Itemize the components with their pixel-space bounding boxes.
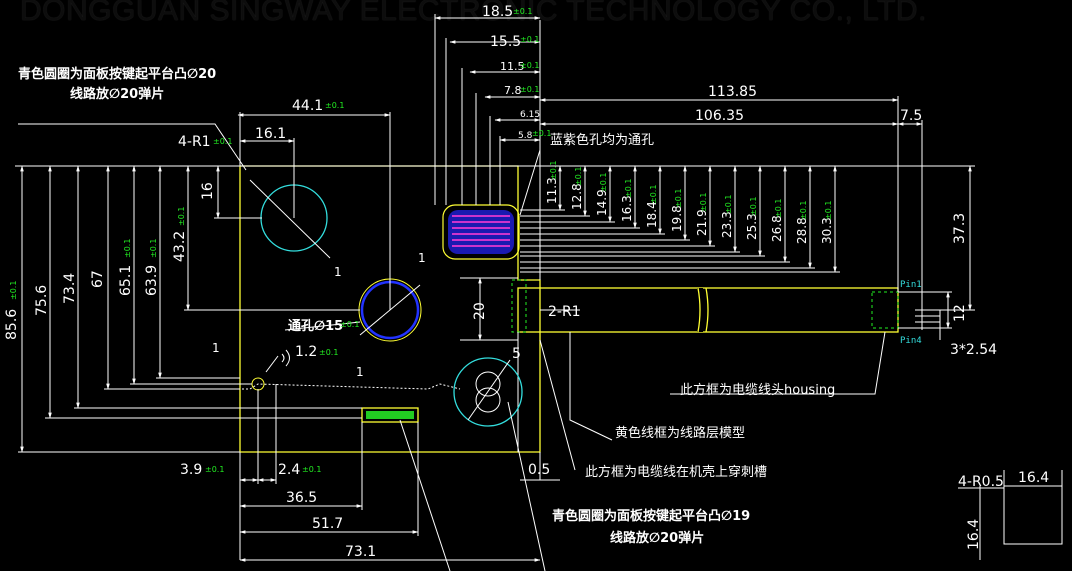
dim-1-a: 1 (334, 265, 342, 279)
note-cyan-circle-20-l2: 线路放∅20弹片 (70, 86, 164, 102)
dim-5: 5 (512, 346, 521, 362)
tol-43-2: ±0.1 (177, 207, 186, 226)
dim-16-4-b: 16.4 (966, 519, 982, 550)
dim-113-85: 113.85 (708, 84, 757, 100)
dim-3x2-54: 3*2.54 (950, 342, 997, 358)
tol-18-4: ±0.1 (649, 185, 658, 204)
dim-1-b: 1 (418, 251, 426, 265)
dim-2-4: 2.4 (278, 462, 300, 478)
tol-65-1: ±0.1 (123, 239, 132, 258)
dim-16: 16 (200, 182, 216, 200)
dim-63-9: 63.9 (144, 265, 160, 296)
dim-16-4-a: 16.4 (1018, 470, 1049, 486)
tol-through-hole: ±0.1 (340, 320, 359, 329)
tol-1-2: ±0.1 (319, 348, 338, 357)
dim-51-7: 51.7 (312, 516, 343, 532)
tol-19-8: ±0.1 (674, 189, 683, 208)
dim-11-5: 11.5 (500, 60, 525, 73)
tol-63-9: ±0.1 (149, 239, 158, 258)
dim-20: 20 (472, 302, 488, 320)
dim-37-3: 37.3 (952, 213, 968, 244)
tol-30-3: ±0.1 (824, 201, 833, 220)
dim-25-3: 25.3 (745, 213, 759, 240)
note-blue-purple-holes: 蓝紫色孔均为通孔 (550, 132, 654, 148)
dim-106-35: 106.35 (695, 108, 744, 124)
tol-15-5: ±0.1 (520, 35, 539, 44)
tol-11-3: ±0.1 (549, 161, 558, 180)
tol-2-4: ±0.1 (302, 465, 321, 474)
note-cyan-circle-19-l1: 青色圆圈为面板按键起平台凸∅19 (552, 508, 750, 524)
dim-5-8: 5.8 (518, 131, 533, 141)
dim-18-4: 18.4 (645, 201, 659, 228)
dim-15-5: 15.5 (490, 34, 521, 50)
antenna-icon (265, 349, 290, 373)
dim-1-d: 1 (356, 365, 364, 379)
dim-73-1: 73.1 (345, 544, 376, 560)
dim-43-2: 43.2 (172, 231, 188, 262)
housing-dashed (511, 279, 899, 333)
dim-4-r0-5: 4-R0.5 (958, 474, 1004, 490)
tol-12-8: ±0.1 (574, 167, 583, 186)
dim-7-8: 7.8 (504, 84, 522, 97)
dim-12-8: 12.8 (570, 183, 584, 210)
note-slot-box: 此方框为电缆线在机壳上穿刺槽 (585, 464, 767, 480)
dim-75-6: 75.6 (34, 285, 50, 316)
pin4-label: Pin4 (900, 336, 922, 346)
cyan-button-circle-19 (453, 357, 523, 427)
tol-23-3: ±0.1 (724, 195, 733, 214)
tol-18-5: ±0.1 (513, 7, 532, 16)
tol-44-1: ±0.1 (325, 101, 344, 110)
note-cyan-circle-20-l1: 青色圆圈为面板按键起平台凸∅20 (18, 66, 216, 82)
dim-65-1: 65.1 (118, 265, 134, 296)
dim-14-9: 14.9 (595, 189, 609, 216)
note-cyan-circle-19-l2: 线路放∅20弹片 (610, 530, 704, 546)
tol-7-8: ±0.1 (520, 85, 539, 94)
tol-5-8: ±0.1 (532, 129, 551, 138)
dim-30-3: 30.3 (820, 217, 834, 244)
dim-16-3: 16.3 (620, 195, 634, 222)
dim-11-3: 11.3 (545, 177, 559, 204)
dim-2-r1: 2-R1 (548, 304, 581, 320)
dim-21-9: 21.9 (695, 209, 709, 236)
blue-slot-pattern (442, 204, 520, 260)
tol-26-8: ±0.1 (774, 199, 783, 218)
dim-12: 12 (952, 304, 968, 322)
dim-85-6: 85.6 (4, 309, 20, 340)
dim-1-2: 1.2 (295, 344, 317, 360)
note-housing-box: 此方框为电缆线头housing (680, 382, 835, 398)
tol-85-6: ±0.1 (9, 281, 18, 300)
dim-18-5: 18.5 (482, 4, 513, 20)
note-through-hole: 通孔∅15 (288, 318, 343, 334)
note-yellow-frame: 黄色线框为线路层模型 (615, 425, 745, 441)
dim-1-c: 1 (212, 341, 220, 355)
tol-16-3: ±0.1 (624, 179, 633, 198)
tol-21-9: ±0.1 (699, 193, 708, 212)
dim-3-9: 3.9 (180, 462, 202, 478)
dim-36-5: 36.5 (286, 490, 317, 506)
tol-11-5: ±0.1 (520, 61, 539, 70)
dim-26-8: 26.8 (770, 215, 784, 242)
tol-4-r1: ±0.1 (213, 137, 232, 146)
tol-3-9: ±0.1 (205, 465, 224, 474)
dim-28-8: 28.8 (795, 217, 809, 244)
tol-25-3: ±0.1 (749, 197, 758, 216)
cable-slot-rect (361, 407, 419, 423)
tol-14-9: ±0.1 (599, 173, 608, 192)
tol-28-8: ±0.1 (799, 201, 808, 220)
dim-6-15: 6.15 (520, 110, 540, 120)
detail-square (1003, 485, 1063, 545)
dim-7-5: 7.5 (900, 108, 922, 124)
dim-73-4: 73.4 (62, 273, 78, 304)
pin1-label: Pin1 (900, 280, 922, 290)
dim-44-1: 44.1 (292, 98, 323, 114)
dim-0-5: 0.5 (528, 462, 550, 478)
dim-67: 67 (90, 270, 106, 288)
dim-16-1: 16.1 (255, 126, 286, 142)
dim-19-8: 19.8 (670, 205, 684, 232)
dim-4-r1: 4-R1 (178, 134, 211, 150)
company-banner: DONGGUAN SINGWAY ELECTRONIC TECHNOLOGY C… (20, 0, 927, 27)
dim-23-3: 23.3 (720, 211, 734, 238)
